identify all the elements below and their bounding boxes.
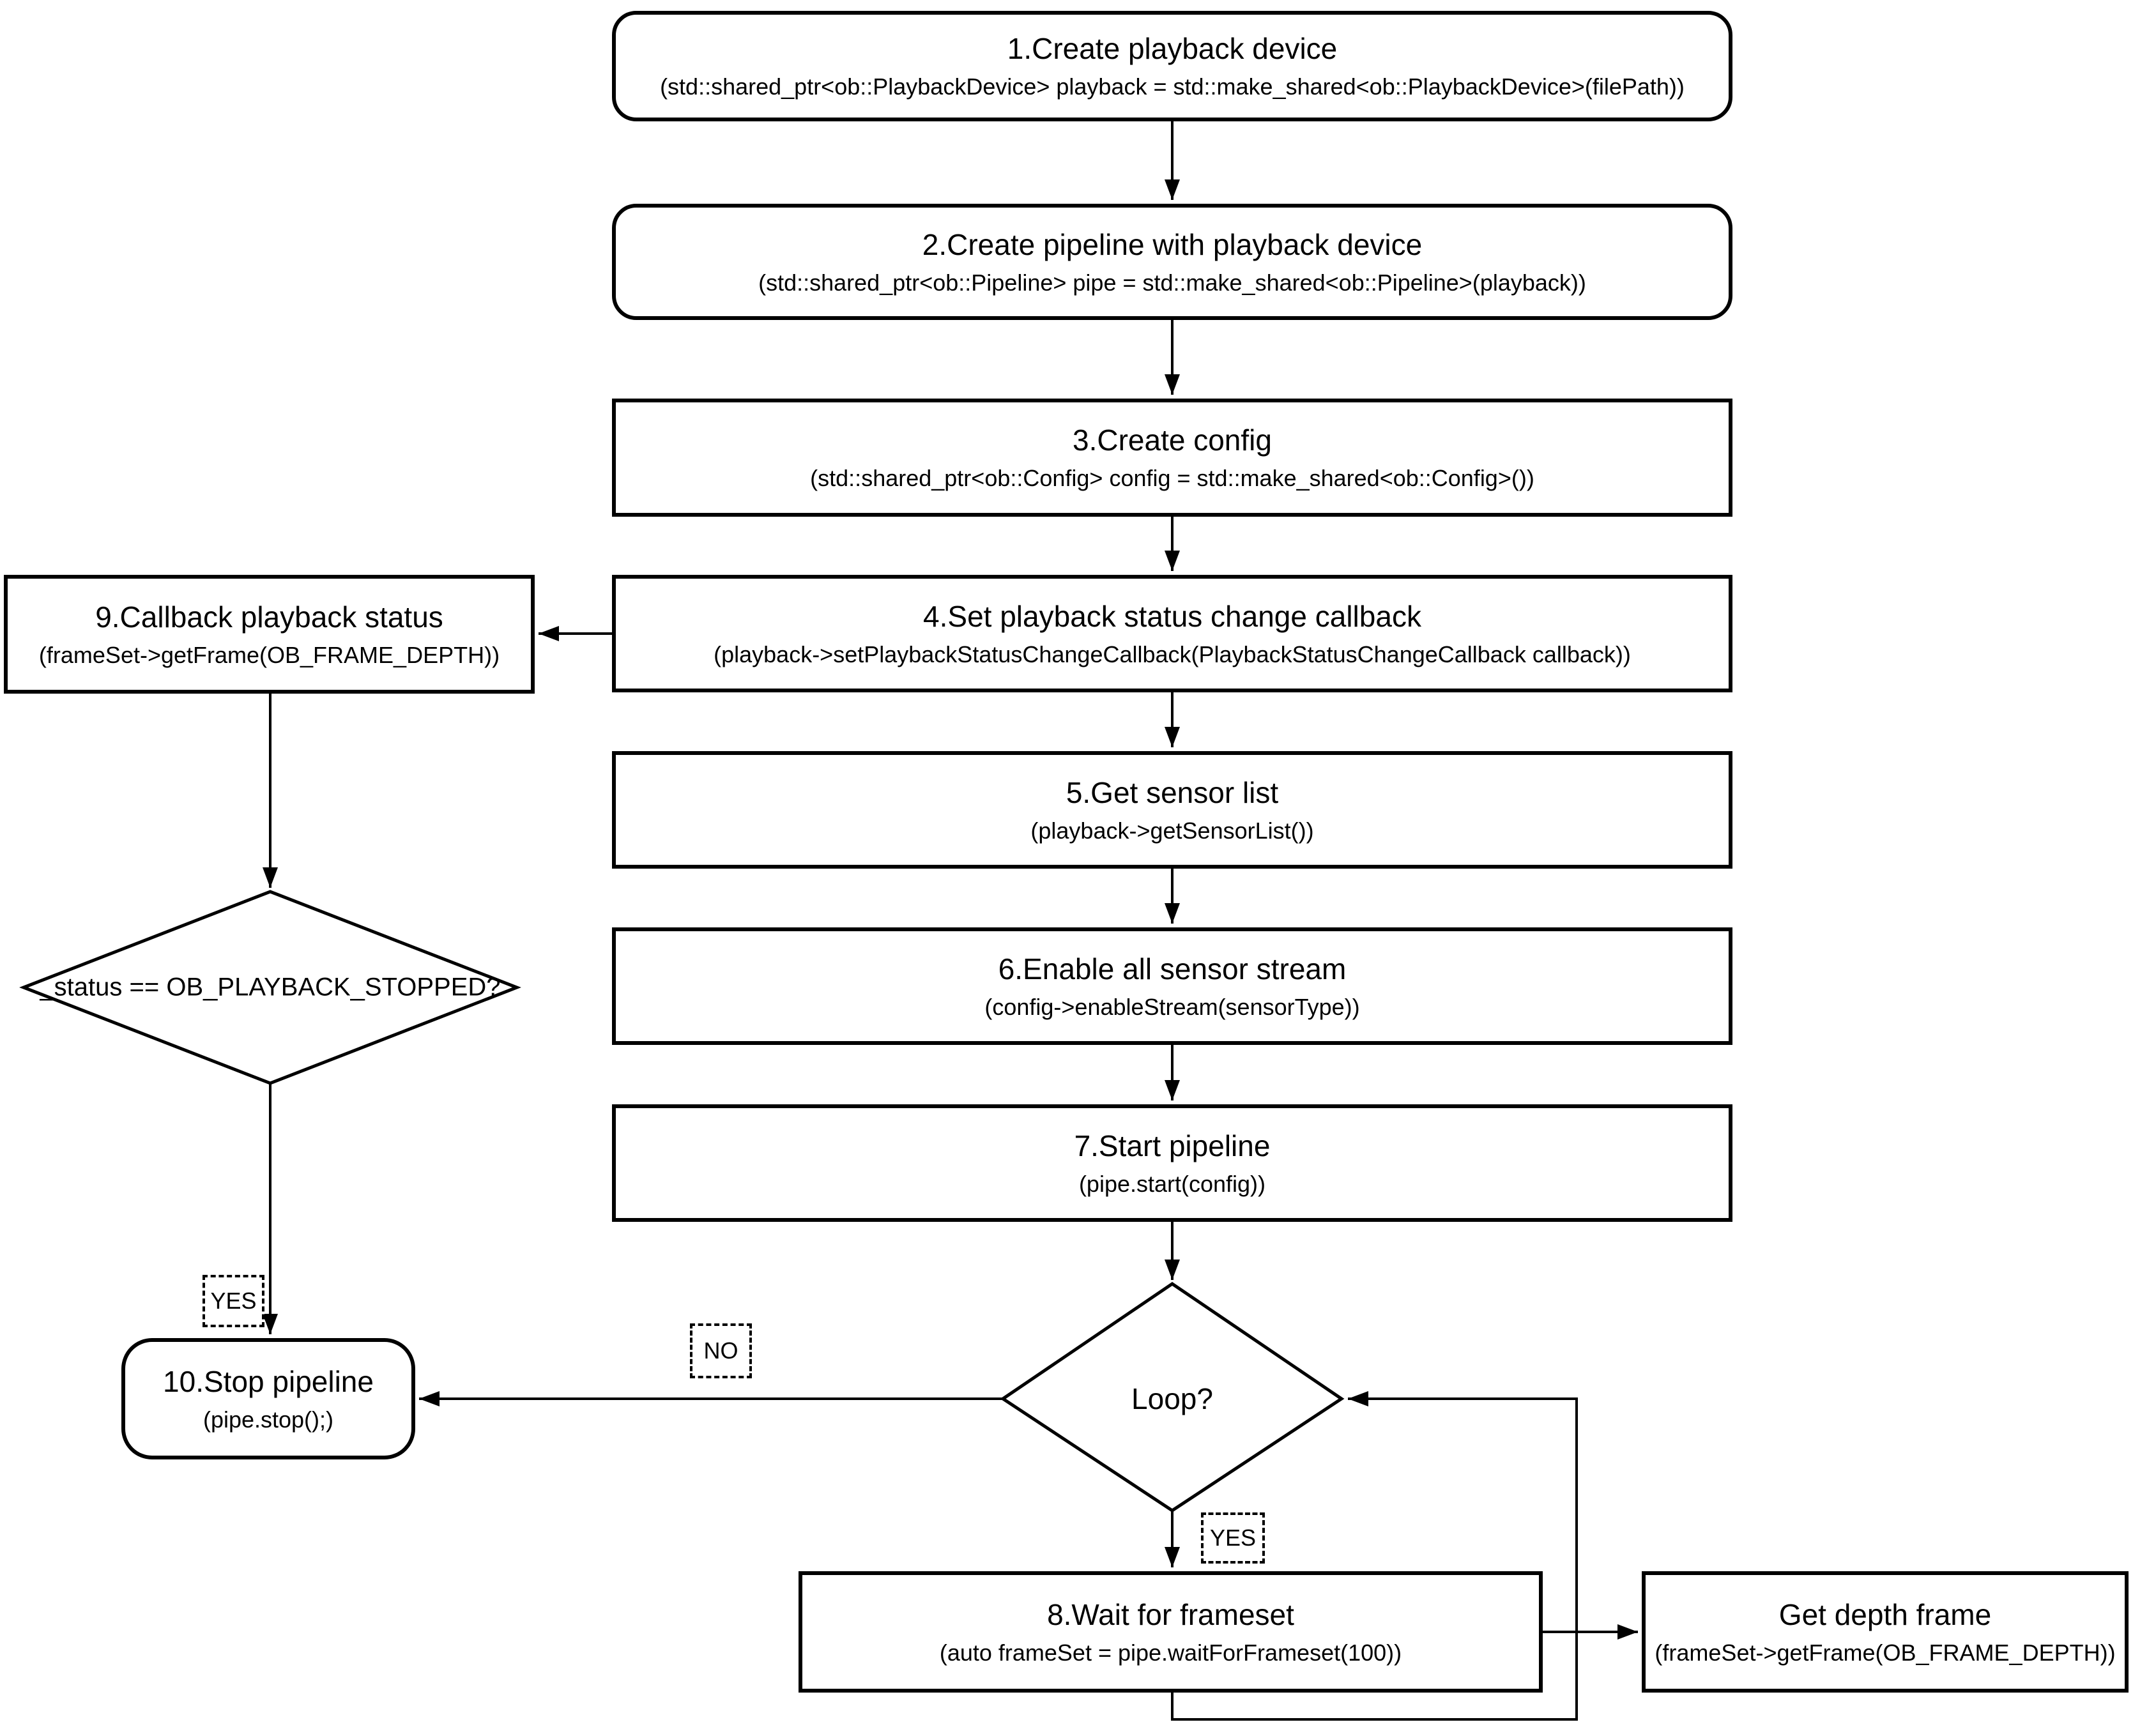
node-callback-playback-status: 9.Callback playback status (frameSet->ge…	[4, 575, 535, 694]
node-title: 10.Stop pipeline	[163, 1364, 374, 1398]
node-title: 5.Get sensor list	[1066, 775, 1279, 809]
node-title: 3.Create config	[1073, 423, 1272, 457]
node-title: 7.Start pipeline	[1074, 1129, 1271, 1162]
node-wait-for-frameset: 8.Wait for frameset (auto frameSet = pip…	[799, 1571, 1543, 1693]
node-title: 9.Callback playback status	[95, 600, 443, 634]
node-start-pipeline: 7.Start pipeline (pipe.start(config))	[612, 1104, 1732, 1222]
status-decision-diamond	[19, 890, 521, 1085]
node-code: (frameSet->getFrame(OB_FRAME_DEPTH))	[38, 641, 500, 668]
status-decision-label: _status == OB_PLAYBACK_STOPPED?	[40, 973, 501, 1001]
node-create-playback-device: 1.Create playback device (std::shared_pt…	[612, 11, 1732, 121]
edge-label-yes-stop: YES	[203, 1275, 264, 1327]
loop-decision-label: Loop?	[1131, 1382, 1213, 1415]
node-title: 8.Wait for frameset	[1047, 1597, 1294, 1631]
edge-label-no: NO	[690, 1323, 752, 1378]
node-code: (pipe.stop();)	[203, 1406, 334, 1433]
node-code: (auto frameSet = pipe.waitForFrameset(10…	[939, 1639, 1402, 1666]
node-enable-all-sensor-stream: 6.Enable all sensor stream (config->enab…	[612, 927, 1732, 1045]
node-title: 2.Create pipeline with playback device	[922, 227, 1423, 261]
node-code: (pipe.start(config))	[1078, 1170, 1266, 1197]
loop-decision-diamond	[1000, 1281, 1345, 1512]
node-create-pipeline: 2.Create pipeline with playback device (…	[612, 204, 1732, 320]
node-create-config: 3.Create config (std::shared_ptr<ob::Con…	[612, 399, 1732, 517]
node-code: (std::shared_ptr<ob::PlaybackDevice> pla…	[660, 73, 1685, 100]
node-code: (frameSet->getFrame(OB_FRAME_DEPTH))	[1655, 1639, 2116, 1666]
node-set-status-callback: 4.Set playback status change callback (p…	[612, 575, 1732, 692]
node-code: (config->enableStream(sensorType))	[984, 993, 1360, 1020]
node-code: (playback->setPlaybackStatusChangeCallba…	[714, 641, 1631, 667]
node-get-depth-frame: Get depth frame (frameSet->getFrame(OB_F…	[1642, 1571, 2129, 1693]
node-get-sensor-list: 5.Get sensor list (playback->getSensorLi…	[612, 751, 1732, 869]
node-stop-pipeline: 10.Stop pipeline (pipe.stop();)	[121, 1338, 415, 1459]
node-code: (std::shared_ptr<ob::Config> config = st…	[810, 465, 1534, 492]
edge-label-yes-loop: YES	[1201, 1512, 1265, 1564]
node-title: 1.Create playback device	[1007, 32, 1338, 66]
node-title: Get depth frame	[1778, 1597, 1992, 1631]
node-code: (std::shared_ptr<ob::Pipeline> pipe = st…	[758, 269, 1586, 296]
edge-n8-loopback	[1171, 1391, 1578, 1721]
node-code: (playback->getSensorList())	[1030, 817, 1314, 844]
node-title: 4.Set playback status change callback	[923, 599, 1421, 633]
node-title: 6.Enable all sensor stream	[998, 952, 1347, 986]
